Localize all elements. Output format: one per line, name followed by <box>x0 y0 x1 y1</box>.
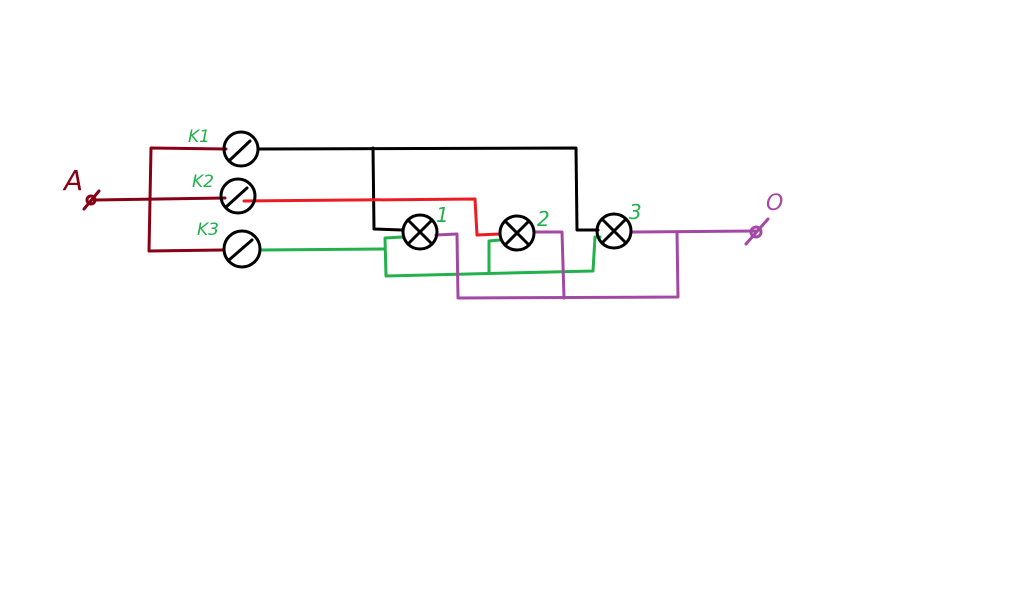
green-branch <box>487 238 502 275</box>
switch-k3-label: K3 <box>197 220 219 240</box>
lamp-1-label: 1 <box>436 203 449 227</box>
terminal-o <box>744 217 770 246</box>
terminal-a <box>82 189 101 211</box>
lamp-3 <box>595 212 633 250</box>
k3-green-wire <box>258 247 386 252</box>
input-wire <box>92 196 227 202</box>
switch-k2-label: K2 <box>192 172 214 192</box>
lamp-3-label: 3 <box>629 200 642 224</box>
switch-bus <box>147 146 228 253</box>
k1-black-wire <box>256 146 600 232</box>
lamp-2-label: 2 <box>537 207 550 231</box>
switch-k1-label: K1 <box>188 127 210 147</box>
output-wire <box>629 229 759 234</box>
switch-k3 <box>222 229 262 269</box>
k2-red-wire <box>242 197 502 237</box>
lamp-2 <box>498 214 536 252</box>
purple-branch <box>533 230 566 300</box>
switch-k2 <box>219 177 257 215</box>
terminal-a-label: A <box>62 164 83 197</box>
lamp-1 <box>401 213 439 251</box>
terminal-o-label: O <box>766 191 783 216</box>
switch-k1 <box>222 130 260 168</box>
purple-loop <box>434 230 680 300</box>
k1-black-branch <box>371 146 404 232</box>
green-loop <box>383 235 602 278</box>
